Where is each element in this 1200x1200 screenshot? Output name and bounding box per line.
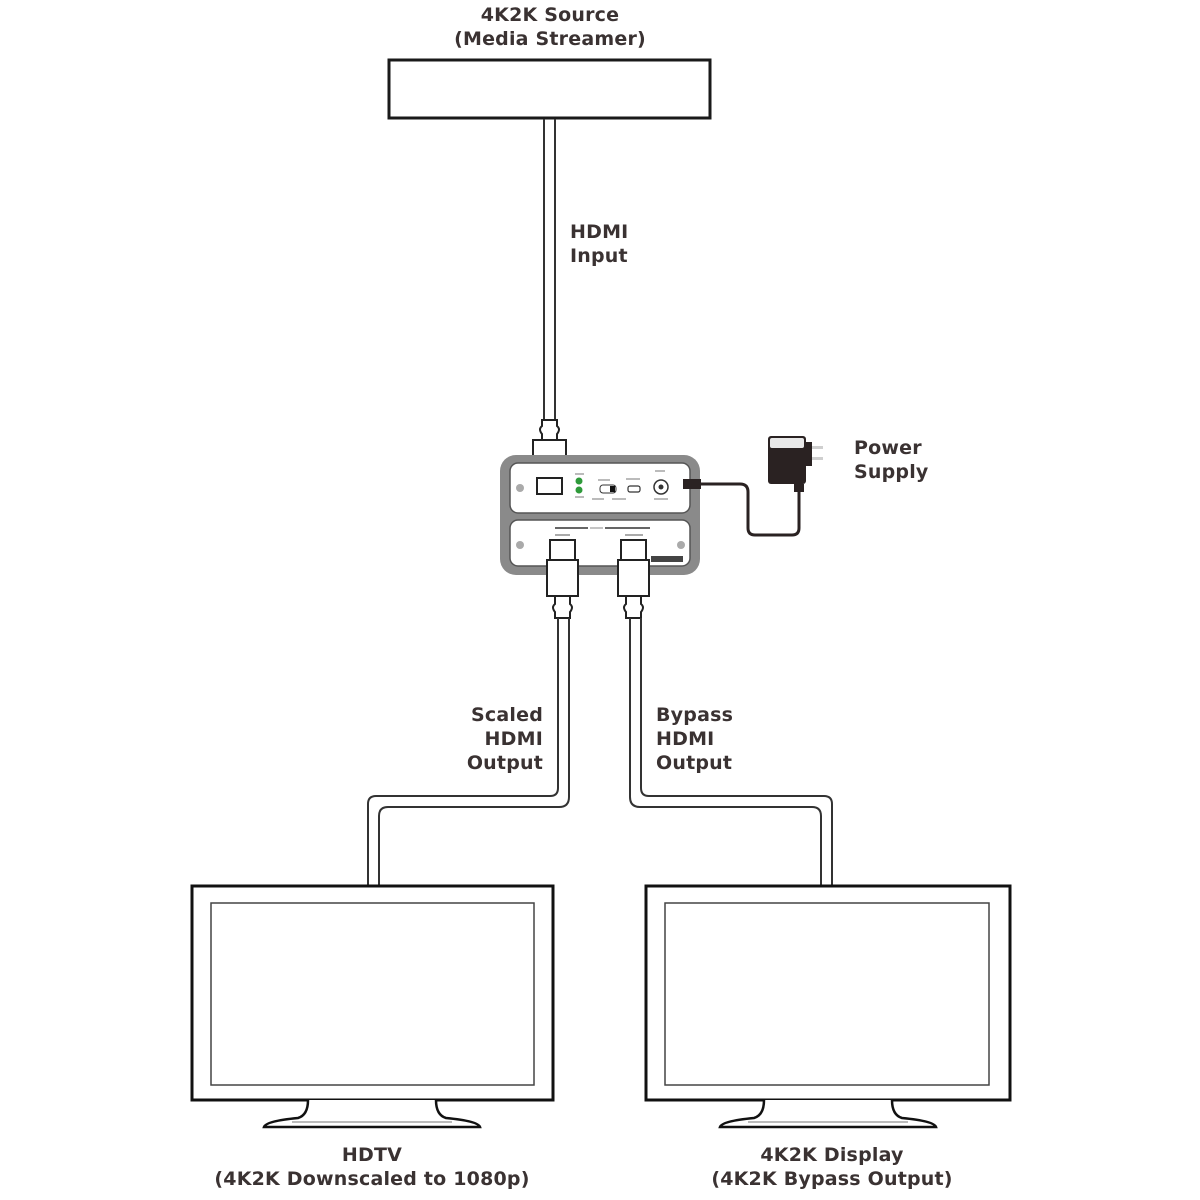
scaled-output-label: Scaled HDMI Output [420,703,543,775]
hdmi-input-label-line2: Input [570,245,628,267]
hdmi-input-label: HDMI Input [570,220,628,268]
bypass-output-cable [629,618,833,886]
4k2k-display-monitor [644,884,1012,1129]
source-title: 4K2K Source (Media Streamer) [400,3,700,51]
splitter-device [500,455,700,575]
bypass-output-connector [617,559,650,619]
service-port [627,485,641,493]
4k2k-display-title: 4K2K Display [760,1144,904,1166]
screw-icon [677,541,685,549]
power-cable [700,482,801,537]
led-indicator [575,486,583,494]
led-indicator [575,477,583,485]
4k2k-display-subtitle: (4K2K Bypass Output) [711,1168,953,1190]
hdmi-input-label-line1: HDMI [570,221,629,243]
power-supply-label-line1: Power [854,437,922,459]
hdtv-title: HDTV [341,1144,403,1166]
scaled-output-label-line2: HDMI [484,728,543,750]
hdtv-subtitle: (4K2K Downscaled to 1080p) [214,1168,530,1190]
scaled-output-connector [546,559,579,619]
hdmi-logo [651,556,683,562]
bypass-output-label-line1: Bypass [656,704,734,726]
bypass-output-label-line3: Output [656,752,733,774]
source-title-line1: 4K2K Source [480,4,620,26]
bypass-output-label-line2: HDMI [656,728,715,750]
screw-icon [516,541,524,549]
power-supply-label: Power Supply [854,436,929,484]
hdtv-monitor [190,884,555,1129]
power-adapter-icon [768,436,823,492]
4k2k-display-label: 4K2K Display (4K2K Bypass Output) [632,1143,1032,1191]
scaled-output-label-line1: Scaled [471,704,543,726]
source-title-line2: (Media Streamer) [454,28,646,50]
hdtv-label: HDTV (4K2K Downscaled to 1080p) [172,1143,572,1191]
bypass-output-label: Bypass HDMI Output [656,703,733,775]
scaled-output-label-line3: Output [466,752,543,774]
power-supply-label-line2: Supply [854,461,929,483]
screw-icon [516,484,524,492]
hdmi-input-cable [543,119,556,420]
scaled-output-cable [367,618,570,886]
source-device-box [387,58,712,120]
dc-plug [683,479,701,489]
